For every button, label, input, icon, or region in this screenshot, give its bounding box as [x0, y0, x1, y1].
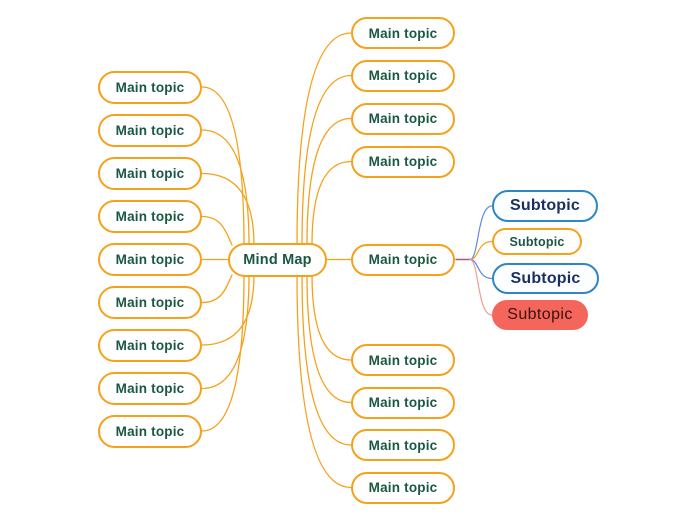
- edge-left-main-topic: [201, 274, 233, 304]
- edge-right-main-topic: [296, 32, 352, 246]
- subtopic-node-1[interactable]: Subtopic: [492, 190, 598, 222]
- main-topic-node-left-9[interactable]: Main topic: [98, 414, 202, 448]
- main-topic-node-right-middle[interactable]: Main topic: [351, 243, 455, 276]
- main-topic-node-right-8[interactable]: Main topic: [351, 429, 455, 461]
- subtopic-node-3[interactable]: Subtopic: [492, 263, 599, 294]
- edge-left-main-topic: [201, 274, 255, 346]
- edge-left-main-topic: [201, 274, 245, 432]
- main-topic-node-left-8[interactable]: Main topic: [98, 372, 202, 405]
- main-topic-node-left-3[interactable]: Main topic: [98, 157, 202, 190]
- subtopic-node-2[interactable]: Subtopic: [492, 228, 582, 255]
- edge-subtopic: [469, 240, 493, 261]
- edge-right-main-topic: [311, 274, 352, 361]
- main-topic-node-left-1[interactable]: Main topic: [98, 70, 202, 104]
- edge-right-main-topic: [311, 160, 352, 246]
- edge-left-main-topic: [201, 274, 250, 390]
- main-topic-node-right-2[interactable]: Main topic: [351, 59, 455, 92]
- main-topic-node-left-7[interactable]: Main topic: [98, 328, 202, 362]
- edge-right-main-topic: [306, 117, 352, 246]
- edge-right-main-topic: [301, 74, 352, 246]
- edge-left-main-topic: [201, 172, 255, 246]
- main-topic-node-right-1[interactable]: Main topic: [351, 17, 455, 49]
- main-topic-node-left-6[interactable]: Main topic: [98, 286, 202, 319]
- main-topic-node-left-2[interactable]: Main topic: [98, 113, 202, 147]
- main-topic-node-left-5[interactable]: Main topic: [98, 243, 202, 276]
- edge-left-main-topic: [201, 129, 250, 246]
- main-topic-node-left-4[interactable]: Main topic: [98, 200, 202, 233]
- edge-right-main-topic: [306, 274, 352, 404]
- main-topic-node-right-6[interactable]: Main topic: [351, 344, 455, 376]
- edge-left-main-topic: [201, 215, 233, 246]
- center-node[interactable]: Mind Map: [228, 243, 327, 277]
- edge-left-main-topic: [201, 86, 245, 246]
- edge-subtopic: [469, 258, 493, 316]
- edge-right-main-topic: [296, 274, 352, 489]
- main-topic-node-right-3[interactable]: Main topic: [351, 102, 455, 135]
- main-topic-node-right-4[interactable]: Main topic: [351, 145, 455, 178]
- subtopic-node-4[interactable]: Subtopic: [492, 300, 588, 330]
- main-topic-node-right-9[interactable]: Main topic: [351, 471, 455, 504]
- edge-subtopic: [469, 205, 493, 261]
- main-topic-node-right-7[interactable]: Main topic: [351, 386, 455, 419]
- edge-right-main-topic: [301, 274, 352, 446]
